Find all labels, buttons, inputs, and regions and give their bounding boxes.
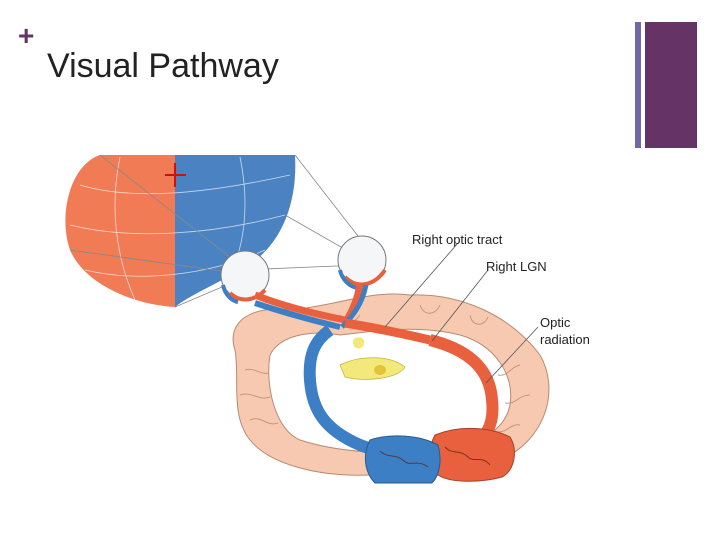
accent-bar-thin [635,22,641,148]
left-eye [220,250,270,304]
plus-icon: + [18,20,35,51]
fixation-cross-icon [165,163,186,187]
right-eye [337,235,387,290]
slide-title: Visual Pathway [47,47,279,85]
accent-bar-block [645,22,697,148]
visual-pathway-diagram: Right optic tract Right LGN Optic radiat… [65,155,590,484]
left-visual-field [65,155,175,307]
label-right-optic-tract: Right optic tract [412,232,503,247]
label-right-lgn: Right LGN [486,259,547,274]
label-optic-radiation-line2: radiation [540,332,590,347]
right-occipital-cortex [430,427,515,482]
visual-pathway-figure: Right optic tract Right LGN Optic radiat… [40,155,620,485]
label-optic-radiation-line1: Optic [540,315,571,330]
label-leader-lines [384,242,539,384]
